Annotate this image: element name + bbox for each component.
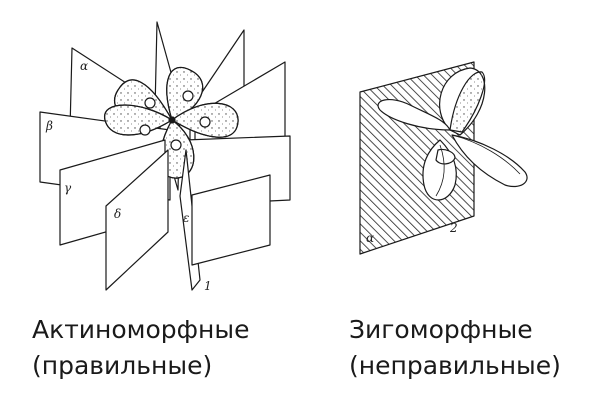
caption-zygomorphic: Зигоморфные (неправильные): [349, 312, 561, 384]
caption-zygomorphic-subtitle: (неправильные): [349, 351, 561, 380]
symmetry-plane-front-right: [191, 174, 271, 266]
plane-label-gamma: γ: [64, 181, 72, 195]
figure-number-2: 2: [449, 221, 458, 235]
plane-label-beta: β: [45, 119, 53, 133]
plane-label-alpha: α: [80, 59, 88, 73]
plane-label-single: α: [366, 231, 374, 245]
zygomorphic-flower-figure: α 2: [359, 61, 528, 255]
caption-zygomorphic-title: Зигоморфные: [349, 315, 533, 344]
plane-label-epsilon: ε: [183, 211, 189, 225]
caption-actinomorphic-title: Актиноморфные: [32, 315, 250, 344]
plane-label-delta: δ: [114, 207, 121, 221]
caption-actinomorphic: Актиноморфные (правильные): [32, 312, 250, 384]
orchid-flower: [377, 67, 528, 201]
figure-number-1: 1: [204, 279, 212, 293]
symmetry-plane-delta: [105, 149, 169, 291]
symmetry-diagram: α β γ δ ε 1 α 2: [39, 21, 528, 293]
flower-stamens: [139, 90, 211, 151]
actinomorphic-flower-figure: α β γ δ ε 1: [39, 21, 291, 293]
caption-actinomorphic-subtitle: (правильные): [32, 351, 213, 380]
